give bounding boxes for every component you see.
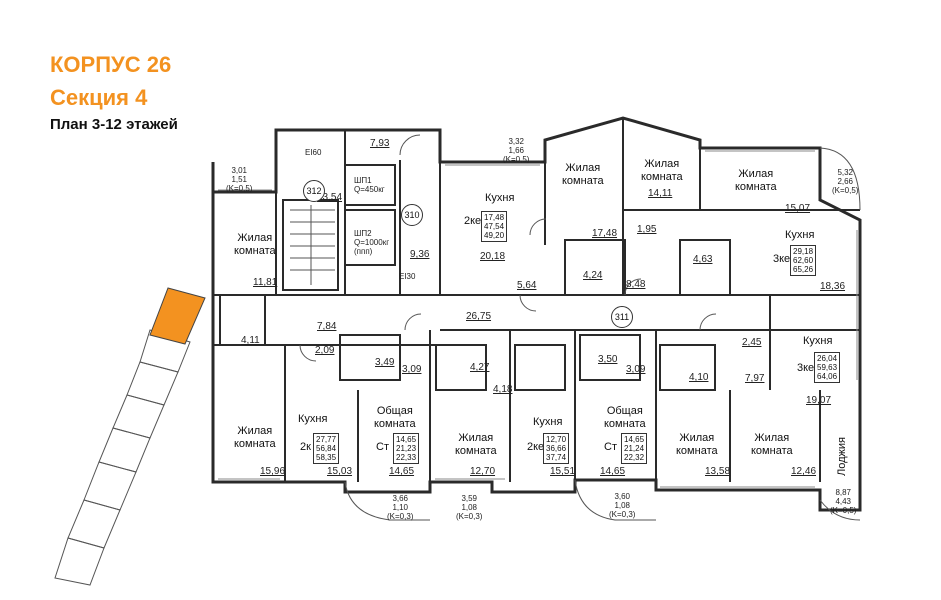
fire-rating: EI30 xyxy=(399,272,416,281)
area-label: 4,27 xyxy=(470,362,490,373)
area-label: 7,97 xyxy=(745,373,765,384)
lift-label: ШП2 Q=1000кг (ппп) xyxy=(354,229,390,256)
section-marker: 310 xyxy=(401,204,423,226)
area-label: 3,09 xyxy=(402,364,422,375)
area-label: 4,63 xyxy=(693,254,713,265)
apartment-type: Ст xyxy=(604,441,617,453)
room-living: Жилая комната xyxy=(455,432,497,457)
area-label: 15,51 xyxy=(550,466,576,477)
room-kitchen: Кухня xyxy=(803,335,833,347)
room-living: Жилая комната xyxy=(562,162,604,187)
section-marker: 312 xyxy=(303,180,325,202)
area-label: 12,70 xyxy=(470,466,496,477)
area-label: 7,84 xyxy=(317,321,337,332)
area-label: 13,54 xyxy=(317,192,343,203)
area-label: 4,24 xyxy=(583,270,603,281)
lift-label: ШП1 Q=450кг xyxy=(354,176,385,194)
apartment-type: 2ке xyxy=(464,215,482,227)
area-label: 9,36 xyxy=(410,249,430,260)
area-label: 11,81 xyxy=(253,277,278,288)
room-living: Жилая комната xyxy=(751,432,793,457)
apartment-type: 3ке xyxy=(797,362,815,374)
apartment-type: 2ке xyxy=(527,441,545,453)
area-label: 15,07 xyxy=(785,203,811,214)
room-common: Общая комната xyxy=(604,405,646,430)
area-label: 20,18 xyxy=(480,251,506,262)
room-loggia: Лоджия xyxy=(836,437,848,476)
fire-rating: EI60 xyxy=(305,148,322,157)
room-common: Общая комната xyxy=(374,405,416,430)
area-label: 2,09 xyxy=(315,345,335,356)
area-label: 15,03 xyxy=(327,466,353,477)
area-label: 26,75 xyxy=(466,311,492,322)
area-label: 3,09 xyxy=(626,364,646,375)
room-kitchen: Кухня xyxy=(485,192,515,204)
room-living: Жилая комната xyxy=(676,432,718,457)
building-title: КОРПУС 26 xyxy=(50,52,172,77)
area-label: 12,46 xyxy=(791,466,817,477)
highlighted-section xyxy=(149,287,206,345)
apartment-type: 2к xyxy=(300,441,311,453)
apartment-type: 3ке xyxy=(773,253,791,265)
area-label: 4,10 xyxy=(689,372,709,383)
apartment-type: Ст xyxy=(376,441,389,453)
area-label: 8,48 xyxy=(626,279,646,290)
area-label: 7,93 xyxy=(370,138,390,149)
floors-title: План 3-12 этажей xyxy=(50,116,178,133)
section-title: Секция 4 xyxy=(50,85,148,110)
room-kitchen: Кухня xyxy=(298,413,328,425)
area-label: 17,48 xyxy=(592,228,618,239)
area-label: 1,95 xyxy=(637,224,657,235)
area-label: 2,45 xyxy=(742,337,762,348)
area-label: 3,49 xyxy=(375,357,395,368)
room-kitchen: Кухня xyxy=(533,416,563,428)
area-label: 19,07 xyxy=(806,395,832,406)
area-label: 14,11 xyxy=(648,188,673,199)
area-label: 13,58 xyxy=(705,466,731,477)
room-living: Жилая комната xyxy=(234,232,276,257)
area-label: 18,36 xyxy=(820,281,846,292)
area-label: 14,65 xyxy=(389,466,415,477)
area-label: 5,64 xyxy=(517,280,537,291)
room-living: Жилая комната xyxy=(735,168,777,193)
area-label: 14,65 xyxy=(600,466,626,477)
room-kitchen: Кухня xyxy=(785,229,815,241)
area-label: 4,18 xyxy=(493,384,513,395)
area-label: 4,11 xyxy=(241,335,260,346)
section-marker: 311 xyxy=(611,306,633,328)
room-living: Жилая комната xyxy=(234,425,276,450)
area-label: 3,50 xyxy=(598,354,618,365)
room-living: Жилая комната xyxy=(641,158,683,183)
area-label: 15,96 xyxy=(260,466,286,477)
